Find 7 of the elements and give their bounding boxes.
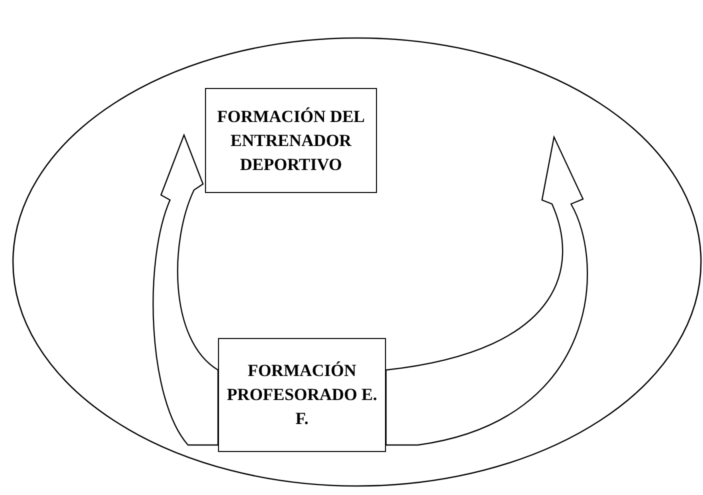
- text-box: [205, 88, 377, 193]
- text-box: [218, 338, 386, 452]
- curved-block-arrow: [152, 134, 219, 446]
- ellipse-outline: [12, 37, 702, 487]
- box-label: FORMACIÓN PROFESORADO E. F.: [226, 360, 378, 430]
- box-label: FORMACIÓN DEL ENTRENADOR DEPORTIVO: [216, 106, 366, 176]
- curved-block-arrow: [385, 136, 588, 446]
